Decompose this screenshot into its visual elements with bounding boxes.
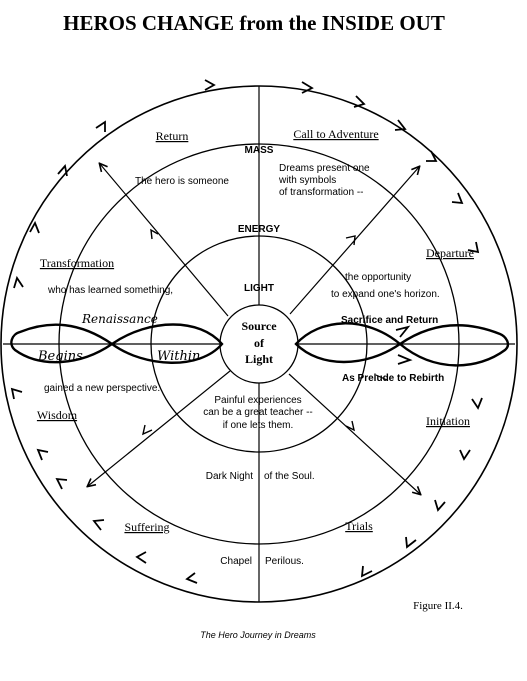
center-label-line2: of — [254, 336, 265, 350]
page-title: HEROS CHANGE from the INSIDE OUT — [63, 11, 445, 35]
phrase-of-the-soul: of the Soul. — [264, 471, 315, 482]
ring-arrow-22 — [95, 120, 106, 132]
infinity-right-arrow — [395, 325, 411, 338]
ring-arrow-9 — [459, 449, 471, 461]
stage-return: Return — [156, 129, 189, 143]
phrase-dark-night: Dark Night — [206, 471, 253, 482]
arrowhead-upper-right-mid — [345, 235, 356, 246]
ring-label-mass: MASS — [245, 145, 274, 156]
ring-arrow-15 — [92, 519, 105, 531]
phrase-dreams-2: with symbols — [278, 175, 336, 186]
infinity-right-sacrifice: Sacrifice and Return — [341, 315, 438, 326]
phrase-new-perspective: gained a new perspective. — [44, 383, 160, 394]
arrow-upper-left — [100, 164, 229, 317]
phrase-dreams-3: of transformation -- — [279, 187, 363, 198]
phrase-painful-1: Painful experiences — [214, 395, 301, 406]
ring-arrow-11 — [405, 536, 417, 549]
ring-arrow-1 — [204, 79, 216, 91]
arrow-lower-right — [288, 373, 420, 494]
arrowhead-upper-left-mid — [150, 228, 159, 240]
phrase-learned-something: who has learned something, — [47, 285, 173, 296]
figure-label: Figure II.4. — [413, 600, 463, 612]
ring-arrow-3 — [353, 95, 366, 108]
center-label-line1: Source — [241, 319, 277, 333]
ring-arrow-17 — [36, 448, 49, 461]
stage-suffering: Suffering — [124, 520, 169, 534]
stage-departure: Departure — [426, 246, 474, 260]
ring-label-light: LIGHT — [244, 283, 274, 294]
phrase-painful-2: can be a great teacher -- — [203, 407, 313, 418]
arrow-lower-left — [88, 370, 231, 486]
phrase-dreams-1: Dreams present one — [279, 163, 370, 174]
stage-trials: Trials — [345, 519, 373, 533]
ring-arrow-12 — [360, 565, 373, 578]
phrase-hero-is-someone: The hero is someone — [135, 176, 229, 187]
ring-arrow-7 — [467, 241, 480, 254]
phrase-opportunity-2: to expand one's horizon. — [331, 289, 440, 300]
ring-arrow-10 — [434, 499, 446, 512]
figure-caption: The Hero Journey in Dreams — [200, 630, 316, 640]
arrowhead-lower-right-mid — [345, 420, 356, 432]
stage-initiation: Initiation — [426, 414, 470, 428]
ring-arrow-6 — [451, 192, 464, 205]
ring-arrow-21 — [57, 164, 68, 177]
phrase-painful-3: if one lets them. — [223, 420, 294, 431]
ring-arrow-20 — [29, 220, 40, 234]
infinity-right-arrow-lower — [397, 354, 413, 365]
ring-arrow-13 — [185, 572, 198, 584]
phrase-opportunity-1: the opportunity — [345, 272, 411, 283]
infinity-left — [10, 323, 224, 364]
outer-ring-arrows — [10, 79, 483, 584]
ring-label-energy: ENERGY — [238, 224, 281, 235]
ring-arrow-4 — [394, 119, 407, 131]
phrase-chapel: Chapel — [220, 556, 252, 567]
center-label-line3: Light — [245, 352, 273, 366]
stage-call-to-adventure: Call to Adventure — [293, 127, 378, 141]
ring-arrow-19 — [13, 275, 24, 289]
infinity-left-within: Within — [157, 349, 200, 364]
ring-arrow-14 — [135, 551, 147, 564]
stage-wisdom: Wisdom — [37, 408, 78, 422]
arrowhead-lower-left-mid — [142, 424, 153, 436]
arrowhead-lower-right-tip-line — [375, 374, 388, 381]
ring-arrow-16 — [55, 477, 68, 490]
phrase-perilous: Perilous. — [265, 556, 304, 567]
infinity-right — [294, 322, 510, 367]
ring-arrow-2 — [301, 81, 314, 94]
ring-arrow-18 — [10, 387, 23, 400]
ring-arrow-5 — [426, 150, 438, 162]
stage-transformation: Transformation — [40, 256, 114, 270]
infinity-right-prelude: As Prelude to Rebirth — [342, 373, 444, 384]
ring-arrow-8 — [471, 397, 483, 410]
infinity-left-renaissance: Renaissance — [81, 312, 158, 326]
infinity-left-begins: Begins — [37, 349, 83, 364]
